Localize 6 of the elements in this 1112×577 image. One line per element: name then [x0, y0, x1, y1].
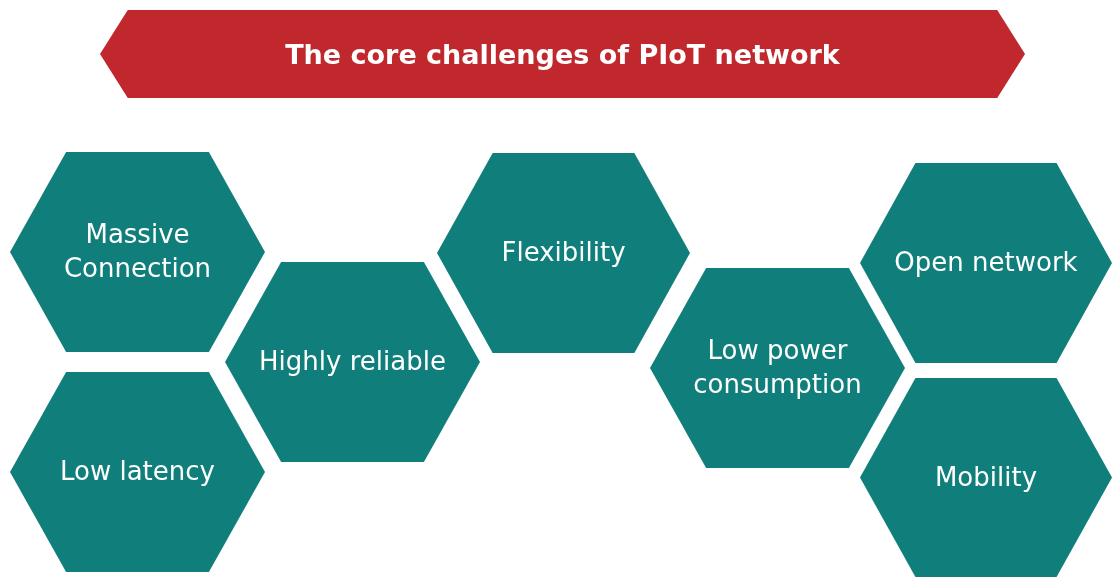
- hexagon-node: Mobility: [860, 378, 1112, 577]
- hexagon-node: Open network: [860, 163, 1112, 363]
- hexagon-node: Flexibility: [437, 153, 690, 353]
- hexagon-node: Highly reliable: [225, 262, 480, 462]
- hexagon-node: Low latency: [10, 372, 265, 572]
- title-banner: The core challenges of PIoT network: [100, 10, 1025, 98]
